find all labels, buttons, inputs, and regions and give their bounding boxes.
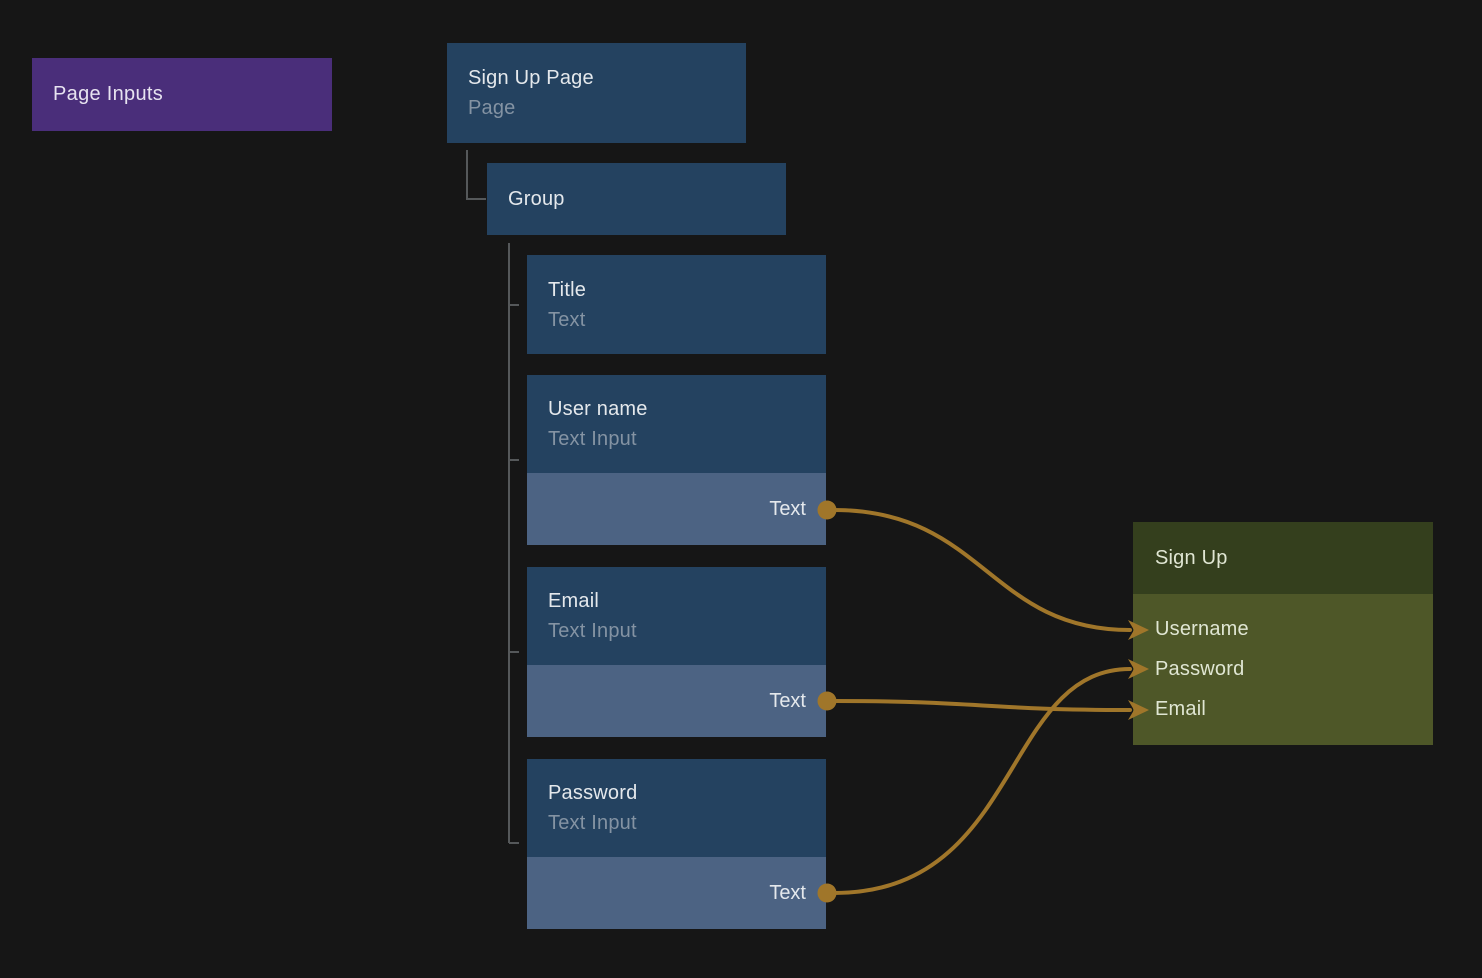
input-port-email[interactable]: Email: [1155, 697, 1207, 720]
sign-up-inputs-body: Username Password Email: [1133, 594, 1433, 745]
node-title: Title: [548, 278, 587, 301]
node-sign-up-action[interactable]: Sign Up Username Password Email: [1133, 522, 1433, 745]
output-port-dot-password[interactable]: [817, 883, 837, 903]
connection-wire-username[interactable]: [832, 508, 1149, 640]
arrowhead-icon: [1128, 620, 1149, 640]
node-group[interactable]: Group: [487, 163, 786, 235]
connection-wire-password[interactable]: [832, 659, 1149, 895]
node-type-label: Text Input: [548, 812, 637, 834]
output-port-label: Text: [769, 881, 806, 904]
output-port-dot-email[interactable]: [817, 691, 837, 711]
output-port-row-password-text[interactable]: Text: [527, 857, 826, 929]
output-port-label: Text: [769, 689, 806, 712]
sign-up-header: Sign Up: [1133, 522, 1433, 594]
node-email-input[interactable]: Email Text Input Text: [527, 567, 826, 737]
arrowhead-icon: [1128, 659, 1149, 679]
node-user-name-input[interactable]: User name Text Input Text: [527, 375, 826, 545]
connection-wire-email[interactable]: [832, 699, 1149, 720]
node-title-text[interactable]: Title Text: [527, 255, 826, 354]
node-title: User name: [548, 398, 648, 420]
arrowhead-icon: [1128, 700, 1149, 720]
input-port-password[interactable]: Password: [1155, 657, 1245, 680]
output-port-row-email-text[interactable]: Text: [527, 665, 826, 737]
output-port-row-username-text[interactable]: Text: [527, 473, 826, 545]
node-page-inputs[interactable]: Page Inputs: [32, 58, 332, 131]
node-password-input[interactable]: Password Text Input Text: [527, 759, 826, 929]
node-type-label: Text: [548, 308, 586, 331]
node-type-label: Page: [468, 97, 516, 119]
sign-up-title: Sign Up: [1155, 546, 1228, 569]
output-port-label: Text: [769, 497, 806, 520]
output-port-dot-username[interactable]: [817, 500, 837, 520]
input-port-username[interactable]: Username: [1155, 617, 1249, 640]
tree-connector-lines: [466, 150, 519, 844]
node-title: Email: [548, 590, 600, 612]
page-inputs-label: Page Inputs: [53, 83, 164, 105]
node-type-label: Text Input: [548, 428, 637, 450]
node-title: Group: [508, 188, 565, 210]
node-type-label: Text Input: [548, 620, 637, 642]
node-title: Password: [548, 782, 638, 804]
node-title: Sign Up Page: [468, 67, 594, 89]
node-sign-up-page[interactable]: Sign Up Page Page: [447, 43, 746, 143]
